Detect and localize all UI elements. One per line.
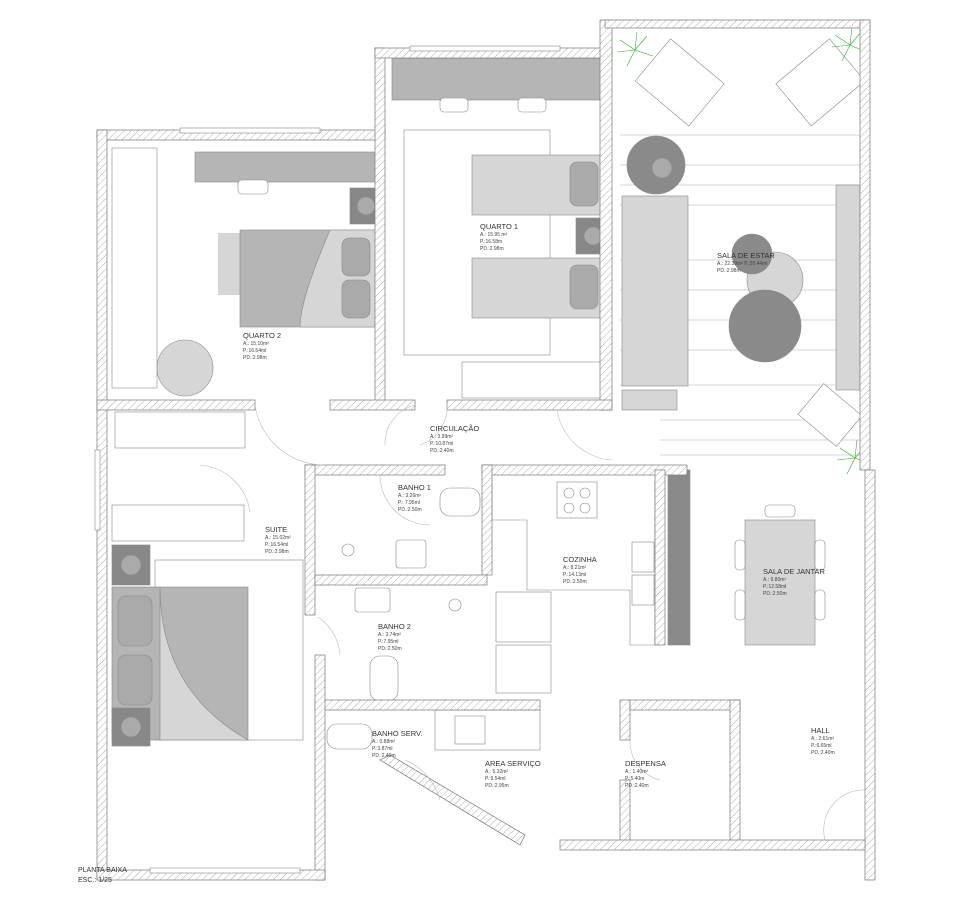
room-area: A.: 1.40m² bbox=[625, 769, 649, 775]
lounge-chair bbox=[634, 38, 725, 127]
room-area: A.: 8.21m² bbox=[563, 565, 587, 571]
room-label-cozinha: COZINHA A.: 8.21m² P.:14.13ml PD.:2.50m bbox=[563, 555, 597, 586]
room-label-banho-2: BANHO 2 A.: 3.74m² P.:7.95ml PD.:2.50m bbox=[378, 622, 411, 653]
room-height: PD.:2.98m bbox=[480, 246, 504, 252]
room-height: PD.:2.50m bbox=[398, 507, 422, 513]
washbasin bbox=[395, 539, 427, 569]
room-label-area-servico: AREA SERVIÇO A.: 5.32m² P.:9.54ml PD.:2.… bbox=[485, 759, 541, 790]
room-perimeter: P.:10.87ml bbox=[430, 441, 454, 447]
room-name: AREA SERVIÇO bbox=[485, 759, 541, 768]
room-area: A.: 9.80m² bbox=[763, 577, 787, 583]
room-name: CIRCULAÇÃO bbox=[430, 424, 480, 433]
wardrobe bbox=[111, 504, 245, 542]
walls bbox=[96, 19, 876, 881]
room-label-quarto-1: QUARTO 1 A.: 15.95 m² P.:16.58m PD.:2.98… bbox=[480, 222, 518, 253]
room-label-despensa: DESPENSA A.: 1.40m² P.:5.40m PD.:2.40m bbox=[625, 759, 666, 790]
shelf bbox=[461, 361, 605, 399]
room-label-quarto-2: QUARTO 2 A.: 15.10m² P.:16.54ml PD.:2.98… bbox=[243, 331, 281, 362]
room-area: A.: 0.88m² bbox=[372, 739, 396, 745]
nightstand bbox=[111, 544, 151, 586]
room-area: A.: 3.26m² bbox=[398, 493, 422, 499]
room-perimeter: P.:6.65ml bbox=[811, 743, 832, 749]
room-perimeter: P.:16.54ml bbox=[265, 542, 289, 548]
room-height: PD.:2.50m bbox=[563, 579, 587, 585]
room-perimeter: P.:3.87ml bbox=[372, 746, 393, 752]
room-label-banho-serv: BANHO SERV. A.: 0.88m² P.:3.87ml PD.:2.4… bbox=[372, 729, 422, 760]
toilet bbox=[369, 655, 399, 702]
room-name: DESPENSA bbox=[625, 759, 666, 768]
room-area: A.: 3.74m² bbox=[378, 632, 402, 638]
room-name: QUARTO 1 bbox=[480, 222, 519, 231]
desk bbox=[194, 151, 381, 183]
plan-scale: ESC.: 1/25 bbox=[78, 877, 112, 884]
room-height: PD.:2.98m bbox=[717, 268, 741, 274]
room-label-sala-de-jantar: SALA DE JANTAR A.: 9.80m² P.:12.58ml PD.… bbox=[763, 567, 825, 598]
room-name: BANHO 2 bbox=[378, 622, 411, 631]
room-label-suite: SUITE A.: 15.02m² P.:16.54ml PD.:2.98m bbox=[265, 525, 291, 556]
desk bbox=[391, 57, 611, 101]
room-height: PD.:2.40m bbox=[372, 753, 396, 759]
gray-strip bbox=[667, 469, 691, 646]
sink bbox=[631, 541, 655, 573]
armchair bbox=[156, 339, 214, 397]
coffee-table bbox=[728, 289, 802, 363]
room-area: A.: 15.10m² bbox=[243, 341, 269, 347]
armchair bbox=[797, 383, 863, 447]
room-height: PD.:2.98m bbox=[243, 355, 267, 361]
plan-title: PLANTA BAIXA bbox=[78, 867, 127, 874]
room-height: PD.:2.40m bbox=[430, 448, 454, 454]
room-label-circulacao: CIRCULAÇÃO A.: 3.99m² P.:10.87ml PD.:2.4… bbox=[430, 424, 479, 455]
windows bbox=[94, 45, 561, 874]
room-area: A.: 22.39m² P.:20.44ml bbox=[717, 261, 768, 267]
shelf bbox=[114, 411, 246, 449]
sofa bbox=[621, 195, 689, 387]
room-height: PD.:2.95m bbox=[485, 783, 509, 789]
room-label-hall: HALL A.: 2.61m² P.:6.65ml PD.:2.40m bbox=[811, 726, 835, 757]
room-area: A.: 15.02m² bbox=[265, 535, 291, 541]
room-perimeter: P.:16.54ml bbox=[243, 348, 267, 354]
room-name: BANHO 1 bbox=[398, 483, 431, 492]
toilet bbox=[326, 723, 373, 750]
tv-panel bbox=[835, 184, 861, 391]
room-height: PD.:2.40m bbox=[811, 750, 835, 756]
plan-caption: PLANTA BAIXA ESC.: 1/25 bbox=[78, 866, 127, 886]
room-height: PD.:2.50m bbox=[763, 591, 787, 597]
room-name: SALA DE ESTAR bbox=[717, 251, 775, 260]
room-area: A.: 2.61m² bbox=[811, 736, 835, 742]
room-perimeter: P.:5.40m bbox=[625, 776, 645, 782]
room-height: PD.:2.98m bbox=[265, 549, 289, 555]
room-height: PD.:2.40m bbox=[625, 783, 649, 789]
stove bbox=[556, 481, 598, 519]
room-perimeter: P.:14.13ml bbox=[563, 572, 587, 578]
coffee-table bbox=[731, 233, 773, 275]
lounge-chair bbox=[775, 38, 866, 127]
room-area: A.: 15.95 m² bbox=[480, 232, 508, 238]
tank bbox=[454, 715, 486, 745]
room-height: PD.:2.50m bbox=[378, 646, 402, 652]
room-label-sala-de-estar: SALA DE ESTAR A.: 22.39m² P.:20.44ml PD.… bbox=[717, 251, 775, 275]
room-name: COZINHA bbox=[563, 555, 597, 564]
room-perimeter: P.:12.58ml bbox=[763, 584, 787, 590]
room-label-banho-1: BANHO 1 A.: 3.26m² P.: 7.95ml PD.:2.50m bbox=[398, 483, 431, 514]
room-area: A.: 5.32m² bbox=[485, 769, 509, 775]
room-perimeter: P.:9.54ml bbox=[485, 776, 506, 782]
wardrobe bbox=[111, 147, 158, 389]
room-perimeter: P.:7.95ml bbox=[378, 639, 399, 645]
room-name: QUARTO 2 bbox=[243, 331, 282, 340]
room-name: SALA DE JANTAR bbox=[763, 567, 825, 576]
furniture bbox=[111, 26, 870, 751]
room-perimeter: P.:16.58m bbox=[480, 239, 503, 245]
toilet bbox=[439, 487, 481, 517]
bed bbox=[218, 233, 240, 295]
washbasin bbox=[354, 587, 391, 613]
dining-table bbox=[744, 519, 816, 646]
room-name: SUITE bbox=[265, 525, 288, 534]
doors bbox=[199, 404, 866, 841]
room-perimeter: P.: 7.95ml bbox=[398, 500, 420, 506]
plant-icon bbox=[616, 26, 870, 475]
room-name: HALL bbox=[811, 726, 830, 735]
room-area: A.: 3.99m² bbox=[430, 434, 454, 440]
room-name: BANHO SERV. bbox=[372, 729, 423, 738]
